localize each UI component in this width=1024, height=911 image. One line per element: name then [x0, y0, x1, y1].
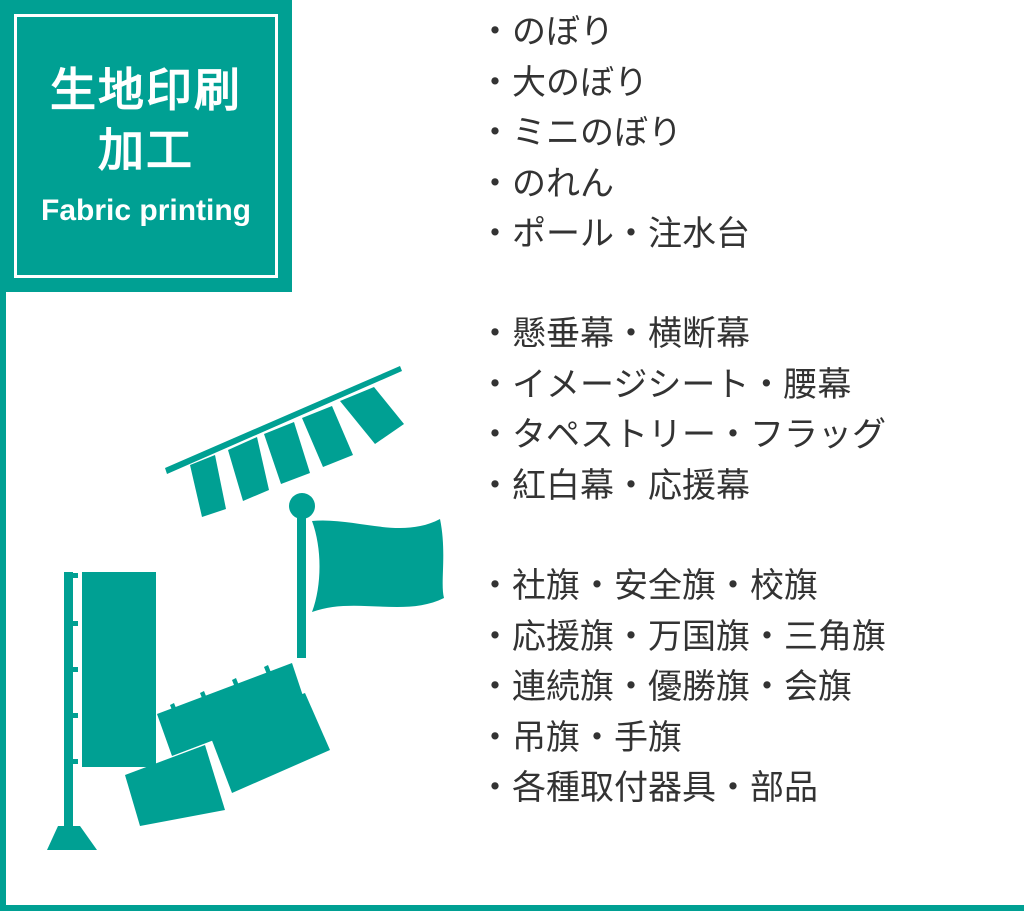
list-item: ・のれん [478, 163, 614, 204]
list-item: ・イメージシート・腰幕 [478, 364, 852, 405]
pennant-string-icon [165, 366, 404, 517]
list-item: ・社旗・安全旗・校旗 [478, 566, 818, 606]
list-item: ・ポール・注水台 [478, 214, 750, 254]
list-item: ・のぼり [478, 12, 614, 52]
list-item: ・紅白幕・応援幕 [478, 465, 750, 506]
item-group-nobori: ・のぼり ・大のぼり ・ミニのぼり ・のれん ・ポール・注水台 [478, 7, 1018, 260]
title-box: 生地印刷 加工 Fabric printing [0, 0, 292, 292]
list-item: ・タペストリー・フラッグ [478, 415, 886, 455]
title-english: Fabric printing [41, 194, 251, 227]
list-item: ・応援旗・万国旗・三角旗 [478, 616, 886, 657]
title-japanese-line1: 生地印刷 [50, 63, 242, 117]
list-item: ・ミニのぼり [478, 113, 682, 153]
list-item: ・各種取付器具・部品 [478, 768, 818, 808]
item-group-banners: ・懸垂幕・横断幕 ・イメージシート・腰幕 ・タペストリー・フラッグ ・紅白幕・応… [478, 309, 1018, 511]
fabric-illustration [47, 366, 444, 850]
nobori-banner-icon [47, 572, 156, 850]
list-item: ・懸垂幕・横断幕 [478, 314, 750, 354]
list-item: ・大のぼり [478, 62, 648, 103]
item-group-flags: ・社旗・安全旗・校旗 ・応援旗・万国旗・三角旗 ・連続旗・優勝旗・会旗 ・吊旗・… [478, 561, 1018, 814]
list-item: ・吊旗・手旗 [478, 717, 682, 758]
title-frame: 生地印刷 加工 Fabric printing [14, 14, 278, 278]
flag-icon [289, 493, 444, 658]
noren-curtain-icon [125, 663, 330, 826]
list-item: ・連続旗・優勝旗・会旗 [478, 667, 852, 707]
title-japanese-line2: 加工 [98, 123, 194, 177]
